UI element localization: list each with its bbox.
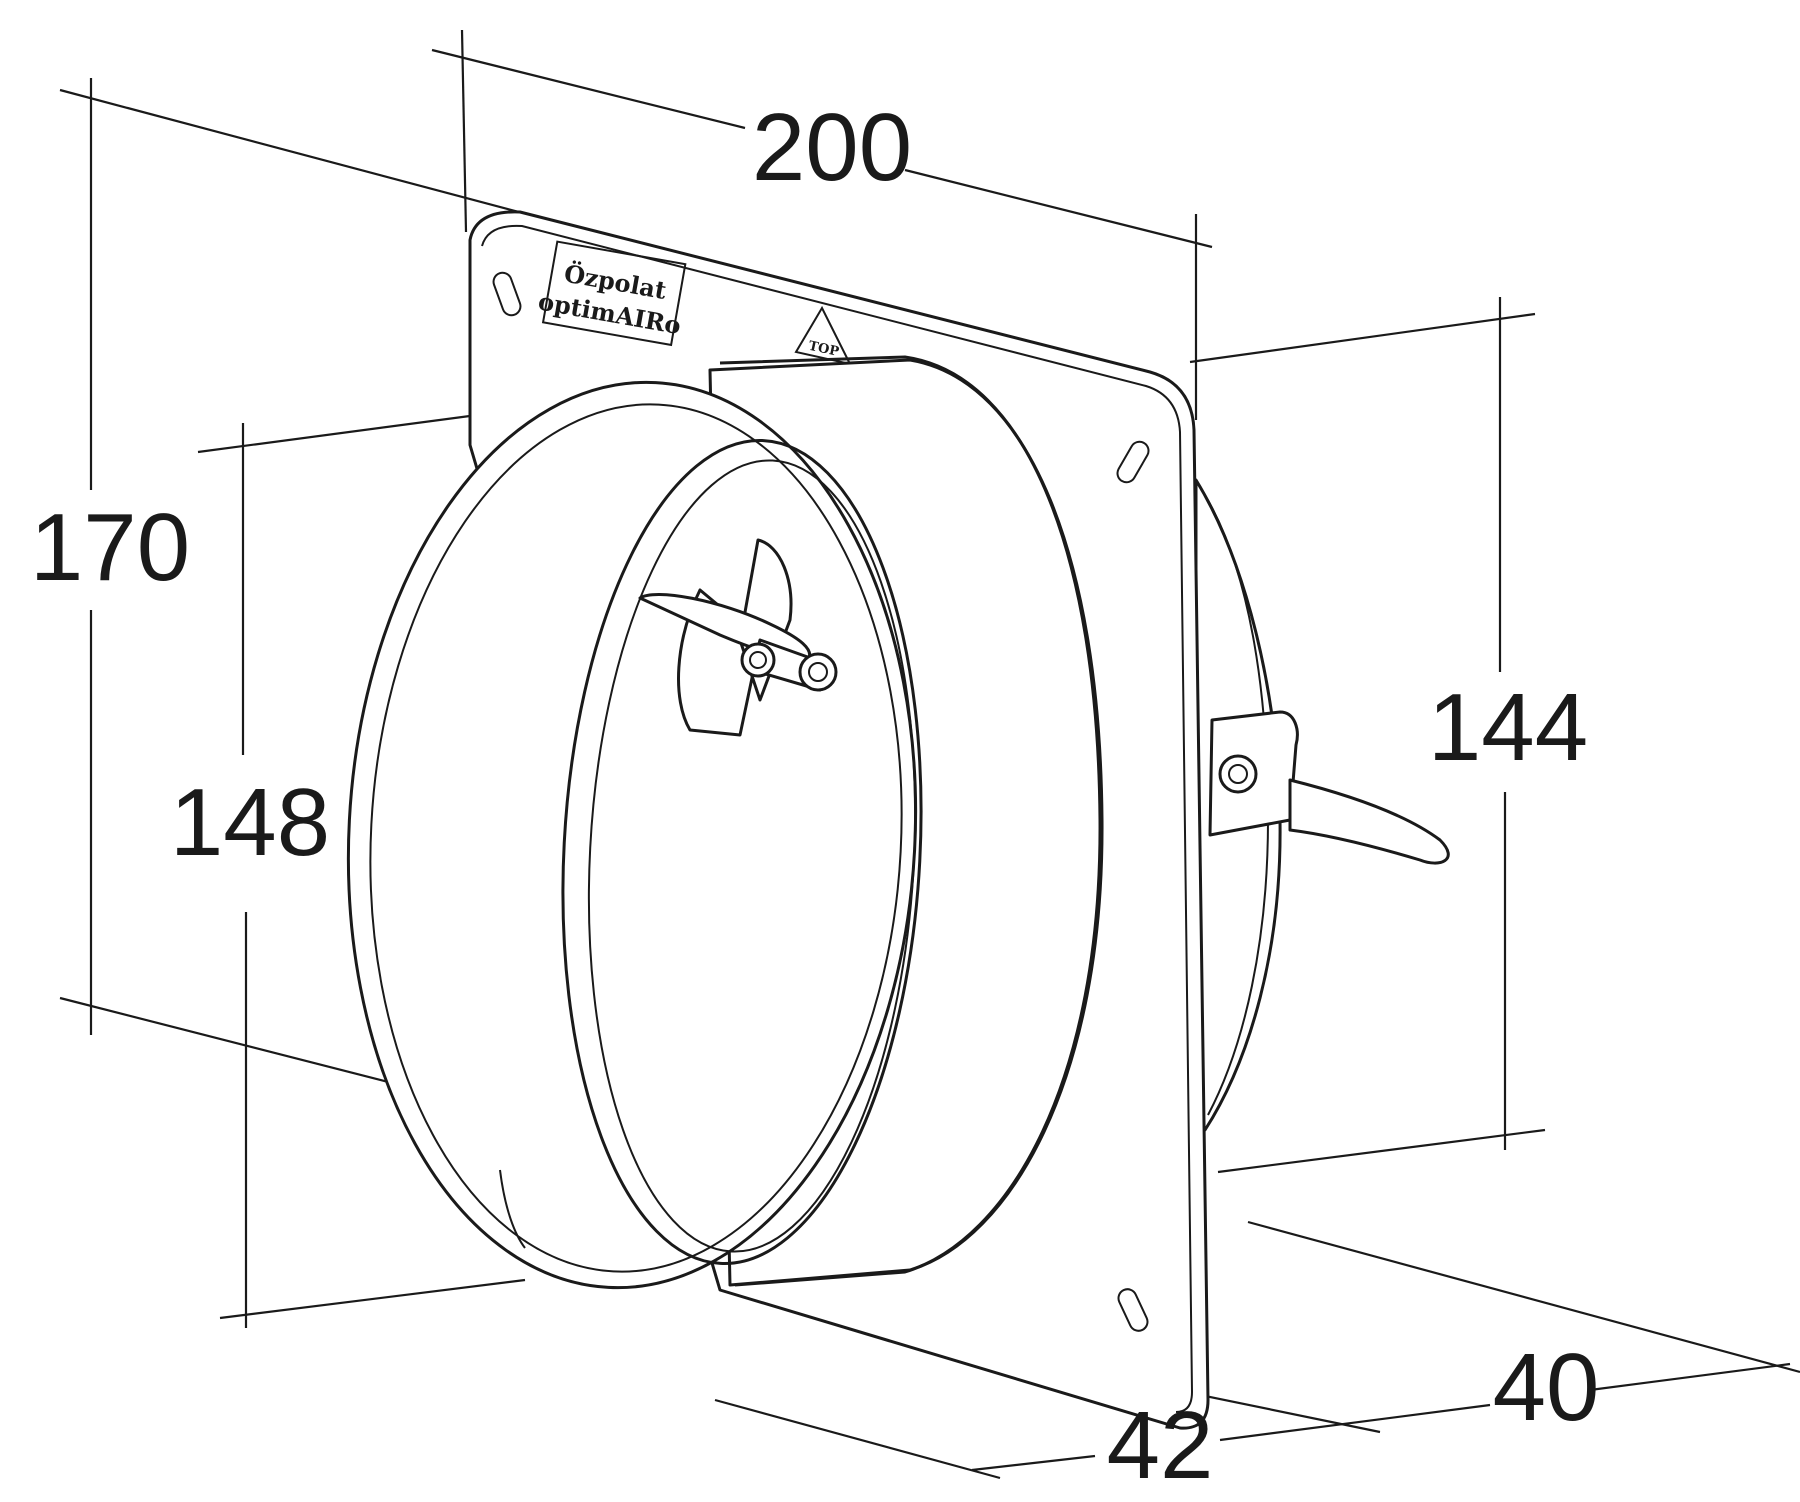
damper-hinge: [638, 538, 838, 737]
lever-screw-icon: [1218, 754, 1258, 794]
hinge-screw-icon: [740, 642, 776, 678]
top-marker-icon: TOP: [794, 305, 852, 366]
dimension-lines: [59, 29, 1800, 1480]
top-marker-label: TOP: [807, 339, 840, 360]
dim-duct-outer: 148: [170, 769, 330, 876]
mounting-slot-icon: [1116, 440, 1150, 484]
mounting-slot-icon: [1117, 1288, 1149, 1332]
dim-plate-height: 170: [30, 494, 190, 601]
dim-plate-width: 200: [752, 94, 912, 201]
external-lever: [1208, 710, 1450, 865]
dimension-labels: 200 170 148 144 42 40: [30, 94, 1599, 1499]
dim-depth-front: 42: [1107, 1392, 1214, 1499]
dim-back-spigot: 144: [1428, 674, 1588, 781]
dim-depth-back: 40: [1493, 1334, 1600, 1441]
mounting-slot-icon: [492, 271, 522, 317]
hinge-screw-icon: [798, 652, 838, 692]
duct-cylinder: [346, 355, 1104, 1290]
